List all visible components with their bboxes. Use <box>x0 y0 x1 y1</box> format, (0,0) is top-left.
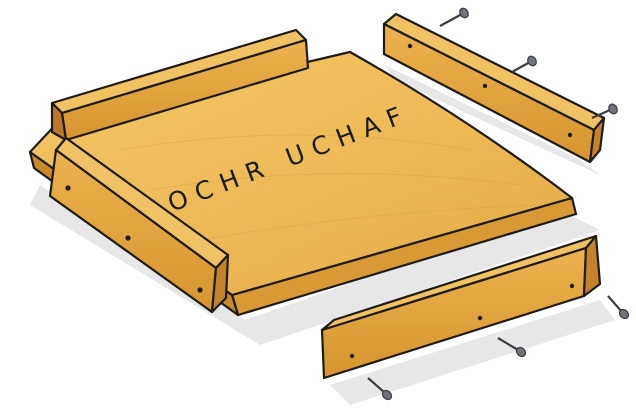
screw-icon <box>512 55 538 72</box>
screw-icon <box>440 7 470 26</box>
screw-icon <box>592 103 619 118</box>
